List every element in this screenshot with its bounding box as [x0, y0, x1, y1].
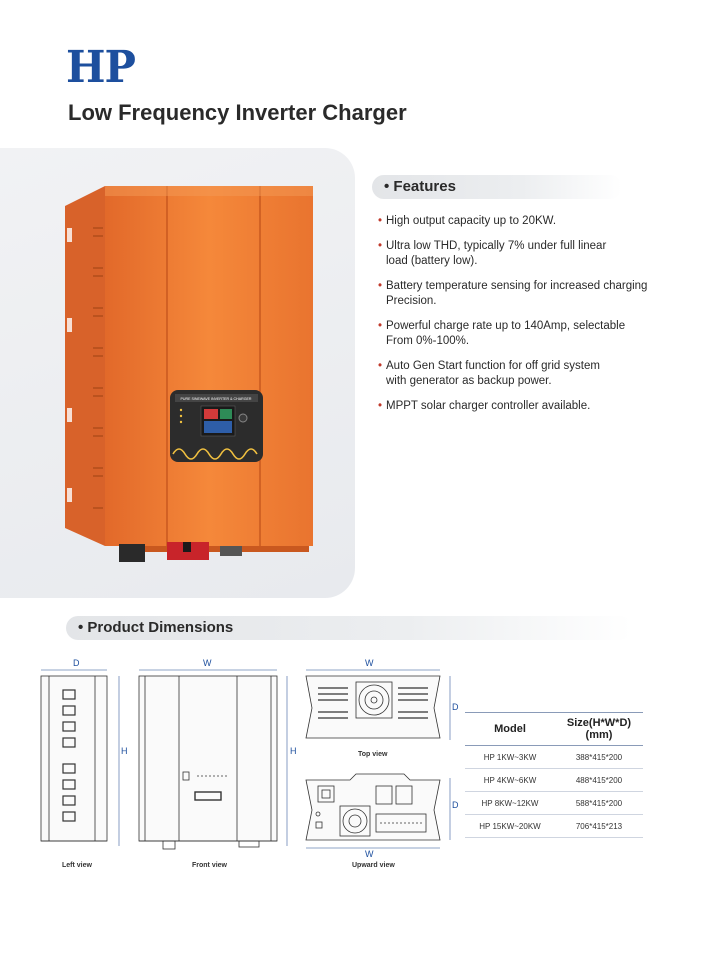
front-view-caption: Front view: [192, 862, 228, 869]
size-cell: 488*415*200: [555, 768, 643, 792]
brand-logo: HP: [66, 42, 136, 93]
upward-view-width-label: W: [365, 849, 374, 859]
feature-item: Auto Gen Start function for off grid sys…: [378, 359, 678, 389]
features-heading: • Features: [372, 175, 622, 199]
top-view-drawing: [305, 669, 451, 740]
dimensions-heading: • Product Dimensions: [66, 616, 632, 640]
size-cell: 706*415*213: [555, 814, 643, 838]
table-row: HP 8KW~12KW 588*415*200: [465, 791, 643, 815]
top-view-width-label: W: [365, 658, 374, 668]
feature-item: High output capacity up to 20KW.: [378, 214, 678, 229]
features-list: High output capacity up to 20KW. Ultra lo…: [378, 214, 678, 424]
size-column-header: Size(H*W*D)(mm): [555, 712, 643, 746]
model-column-header: Model: [465, 712, 555, 746]
inverter-product-image: PURE SINEWAVE INVERTER & CHARGER: [65, 186, 313, 562]
left-view-caption: Left view: [62, 862, 92, 869]
feature-item: Ultra low THD, typically 7% under full l…: [378, 239, 678, 269]
feature-item: MPPT solar charger controller available.: [378, 399, 678, 414]
model-size-table: Model Size(H*W*D)(mm) HP 1KW~3KW 388*415…: [465, 712, 643, 838]
upward-view-caption: Upward view: [352, 862, 395, 869]
upward-view-depth-label: D: [452, 800, 459, 810]
model-cell: HP 1KW~3KW: [465, 745, 555, 769]
front-view-drawing: [138, 669, 288, 850]
left-view-depth-label: D: [73, 658, 80, 668]
front-view-width-label: W: [203, 658, 212, 668]
table-row: HP 4KW~6KW 488*415*200: [465, 768, 643, 792]
table-row: HP 15KW~20KW 706*415*213: [465, 814, 643, 838]
table-row: HP 1KW~3KW 388*415*200: [465, 745, 643, 769]
left-view-drawing: [40, 669, 120, 846]
panel-label: PURE SINEWAVE INVERTER & CHARGER: [180, 397, 251, 401]
left-view-height-label: H: [121, 746, 128, 756]
model-cell: HP 15KW~20KW: [465, 814, 555, 838]
feature-item: Battery temperature sensing for increase…: [378, 279, 678, 309]
page-title: Low Frequency Inverter Charger: [68, 100, 407, 125]
top-view-caption: Top view: [358, 751, 388, 758]
top-view-depth-label: D: [452, 702, 459, 712]
size-cell: 588*415*200: [555, 791, 643, 815]
size-cell: 388*415*200: [555, 745, 643, 769]
model-cell: HP 4KW~6KW: [465, 768, 555, 792]
upward-view-drawing: [305, 773, 451, 849]
front-view-height-label: H: [290, 746, 297, 756]
model-cell: HP 8KW~12KW: [465, 791, 555, 815]
feature-item: Powerful charge rate up to 140Amp, selec…: [378, 319, 678, 349]
